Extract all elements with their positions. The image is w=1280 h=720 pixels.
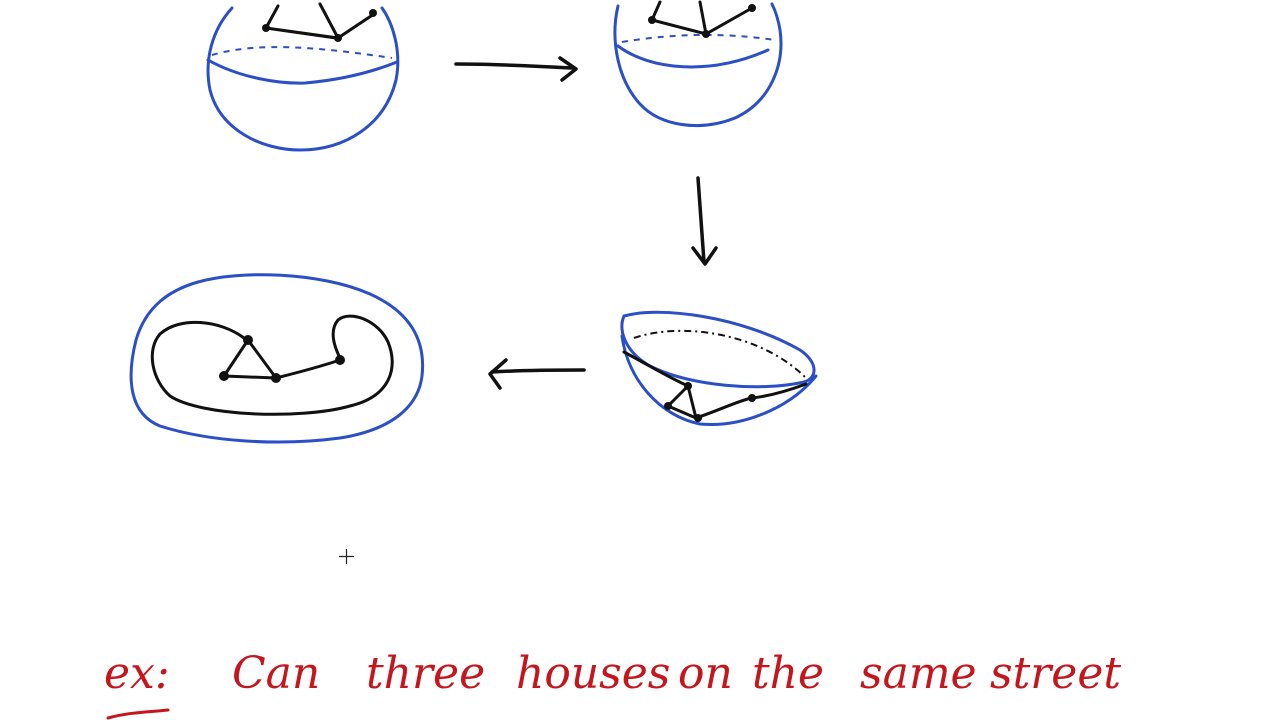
bowl-hemisphere bbox=[620, 310, 818, 427]
crosshair-icon bbox=[339, 549, 354, 564]
graph-vertex bbox=[369, 9, 377, 17]
graph-vertex bbox=[219, 371, 229, 381]
graph-vertex bbox=[694, 414, 702, 422]
graph-vertex bbox=[262, 24, 270, 32]
sphere-outline bbox=[206, 6, 400, 152]
flattened-disk bbox=[129, 273, 425, 444]
graph-edges bbox=[263, 2, 376, 40]
sphere-equator-front bbox=[616, 44, 770, 69]
graph-edges bbox=[649, 0, 754, 36]
graph-vertex bbox=[702, 30, 710, 38]
bowl-dashed bbox=[633, 329, 807, 379]
arrow-left bbox=[488, 358, 586, 390]
graph-vertex bbox=[335, 355, 345, 365]
graph-vertex bbox=[684, 382, 692, 390]
graph-vertex bbox=[648, 16, 656, 24]
graph-vertex bbox=[748, 4, 756, 12]
loop-edge bbox=[150, 314, 394, 416]
sphere-equator-front bbox=[206, 58, 399, 85]
ex-underline bbox=[106, 708, 170, 720]
graph-vertex bbox=[664, 402, 672, 410]
graph-vertex bbox=[334, 34, 342, 42]
arrow-down bbox=[691, 176, 718, 266]
graph-edges bbox=[222, 338, 342, 380]
disk-outline bbox=[129, 273, 425, 444]
graph-vertex bbox=[243, 335, 253, 345]
bowl-body bbox=[620, 334, 818, 427]
sphere-equator-back bbox=[211, 46, 393, 59]
sphere-top-left bbox=[206, 2, 400, 152]
sphere-equator-back bbox=[621, 33, 776, 43]
graph-vertex bbox=[748, 394, 756, 402]
sphere-top-right bbox=[613, 0, 783, 128]
graph-vertex bbox=[271, 373, 281, 383]
bowl-rim bbox=[620, 310, 816, 389]
sphere-outline bbox=[613, 2, 783, 128]
arrow-right bbox=[454, 56, 578, 82]
